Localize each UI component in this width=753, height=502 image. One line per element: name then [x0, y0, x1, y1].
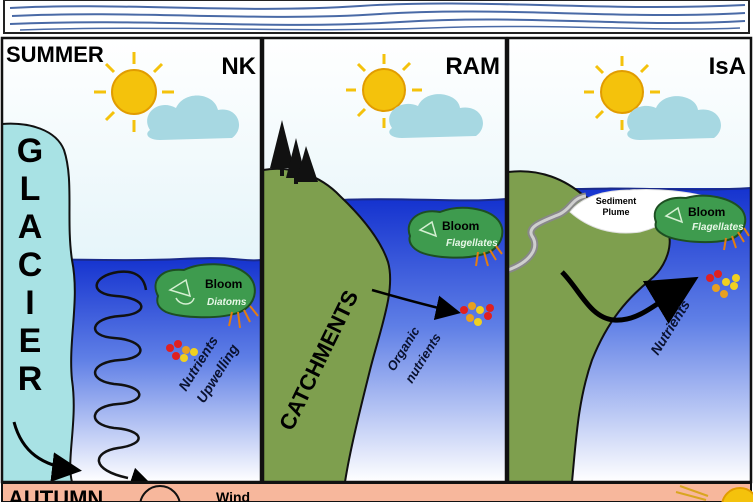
sun-icon — [675, 485, 753, 502]
bloom-icon: Bloom Diatoms — [154, 263, 259, 329]
catchment-land — [262, 167, 392, 483]
panel-nk: G L A C I E R Bloom Diatoms — [0, 36, 263, 492]
svg-text:E: E — [19, 322, 42, 360]
meltwater-arrow — [12, 421, 82, 483]
nutrient-dots-icon — [460, 302, 494, 326]
svg-text:G: G — [17, 132, 43, 170]
panel-ram: CATCHMENTS Bloom Flagellates Organic nut… — [261, 36, 508, 484]
glacier-label: G L A C I E R — [17, 132, 43, 398]
plume-label-line1: Sediment — [596, 196, 637, 206]
site-label-isa: IsA — [709, 53, 746, 80]
season-label-autumn: AUTUMN — [8, 486, 103, 502]
plume-label-line2: Plume — [602, 207, 629, 217]
site-label-ram: RAM — [445, 53, 500, 80]
svg-text:C: C — [18, 246, 43, 284]
bloom-label: Bloom — [442, 219, 479, 233]
panel-isa: Sediment Plume Bloom Flagellates Nutrien… — [506, 36, 753, 484]
bloom-label: Bloom — [688, 205, 725, 219]
cloud-icon — [389, 94, 483, 138]
svg-text:A: A — [18, 208, 43, 246]
wind-circle-icon — [139, 485, 181, 502]
bloom-taxon: Flagellates — [446, 238, 498, 249]
nutrient-dots-icon — [166, 340, 198, 362]
svg-text:L: L — [20, 170, 41, 208]
bloom-icon: Bloom Flagellates — [653, 194, 750, 251]
bloom-label: Bloom — [205, 277, 242, 291]
season-label-summer: SUMMER — [6, 42, 104, 67]
svg-text:R: R — [18, 360, 43, 398]
bloom-taxon: Flagellates — [692, 222, 744, 233]
nutrient-flow-arrow — [560, 270, 699, 325]
tree-icon — [270, 120, 318, 184]
bloom-taxon: Diatoms — [207, 297, 247, 308]
bloom-icon: Bloom Flagellates — [407, 206, 504, 267]
cloud-icon — [627, 96, 721, 140]
wind-label: Wind — [216, 489, 250, 502]
autumn-band: AUTUMN Wind — [1, 482, 753, 502]
sun-icon — [346, 54, 422, 128]
organic-arrow — [371, 288, 461, 321]
glacier — [1, 122, 76, 483]
top-band — [0, 0, 753, 37]
upwelling-spiral — [93, 270, 148, 480]
site-label-nk: NK — [221, 53, 256, 80]
svg-text:I: I — [25, 284, 34, 322]
nutrient-dots-icon — [706, 270, 740, 298]
cloud-icon — [147, 95, 240, 140]
